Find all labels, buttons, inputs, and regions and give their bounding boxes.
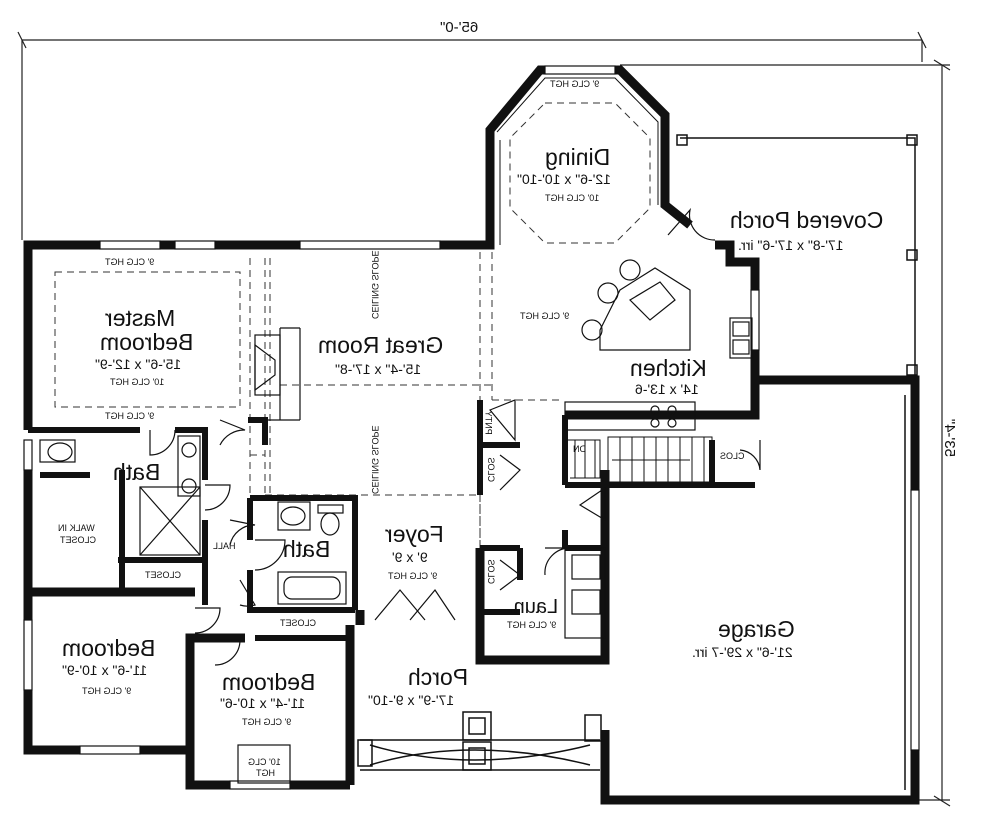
covered-porch-name: Covered Porch: [730, 207, 884, 233]
kitchen-name: Kitchen: [630, 355, 707, 381]
great-room-name: Great Room: [318, 332, 444, 358]
laundry-name: Laun.: [508, 596, 559, 618]
dining-room-name: Dining: [545, 144, 611, 170]
dining-bay: [496, 77, 659, 245]
master-bedroom-name-line2: Bedroom: [100, 329, 194, 355]
kitchen-fixtures: [39, 259, 753, 784]
master-bedroom-dimensions: 15'-6" x 12'-9": [95, 356, 182, 372]
dining-bay-ceiling-height: 9' CLG HGT: [550, 79, 600, 89]
bedroom-left-name: Bedroom: [62, 635, 156, 661]
overall-depth-dimension: 53'-4": [940, 418, 958, 457]
master-bedroom-ceiling-height: 10' CLG HGT: [110, 377, 165, 387]
bath-closet-label: CLOSET: [145, 570, 182, 580]
kitchen-dimensions: 14' x 13'-6: [635, 381, 699, 397]
porch-outlines: [357, 134, 918, 790]
kitchen-closet-label: CLOS: [720, 451, 745, 461]
dashed-lines: [54, 102, 651, 555]
walk-in-closet-line1: WALK IN: [58, 523, 95, 533]
great-room-closet-label: CLOS: [485, 457, 496, 482]
exterior-walls: [23, 65, 920, 805]
stairs: [568, 436, 713, 483]
overall-dimension-lines: [17, 31, 951, 807]
pantry-label: PNTY: [483, 410, 494, 435]
bedroom-mid-ceiling-box-line1: 10' CLG: [248, 757, 281, 767]
great-room-ceiling-slope-top: CEILING SLOPE: [369, 250, 380, 319]
dining-ceiling-height: 10' CLG HGT: [545, 193, 600, 203]
master-bedroom-ceiling-top: 9' CLG HGT: [105, 257, 155, 267]
covered-porch-dimensions: 17'-8" x 17'-6" irr.: [738, 237, 844, 253]
laundry-ceiling-height: 9' CLG HGT: [507, 620, 557, 630]
foyer-closet-label: CLOS: [485, 559, 496, 584]
master-bedroom-ceiling-bottom: 9' CLG HGT: [105, 411, 155, 421]
garage-dimensions: 21'-6" x 29'-7 irr.: [692, 644, 793, 660]
hall-closet-label: CLOSET: [280, 618, 317, 628]
master-bedroom-name-line1: Master: [105, 305, 176, 331]
windows: [23, 65, 920, 790]
great-room-ceiling-slope-bottom: CEILING SLOPE: [369, 425, 380, 494]
hall-label: HALL: [213, 541, 236, 551]
foyer-ceiling-height: 9' CLG HGT: [388, 571, 438, 581]
kitchen-ceiling-height: 9' CLG HGT: [520, 311, 570, 321]
interior-walls: [28, 400, 755, 641]
porch-name: Porch: [408, 664, 469, 690]
walk-in-closet-line2: CLOSET: [60, 535, 97, 545]
great-room-dimensions: 15'-4" x 17'-8": [335, 361, 422, 377]
garage-name: Garage: [718, 616, 795, 642]
bedroom-left-ceiling-height: 9' CLG HGT: [82, 686, 132, 696]
bedroom-mid-ceiling-box-line2: HGT: [256, 768, 275, 778]
bedroom-mid-ceiling-height: 9' CLG HGT: [242, 717, 292, 727]
hall-bath-name: Bath: [283, 536, 331, 562]
master-bath-name: Bath: [113, 459, 161, 485]
dining-room-dimensions: 12'-6" x 10'-10": [517, 171, 611, 187]
foyer-dimensions: 9' x 9': [392, 549, 428, 565]
porch-dimensions: 17'-9" x 9'-10": [368, 692, 455, 708]
foyer-name: Foyer: [385, 521, 444, 547]
bedroom-left-dimensions: 11'-6" x 10'-9": [62, 662, 148, 678]
bedroom-mid-name: Bedroom: [222, 669, 316, 695]
overall-width-dimension: 65'-0": [440, 19, 479, 36]
bedroom-mid-dimensions: 11'-4" x 10'-6": [220, 695, 306, 711]
stair-down-label: DN: [573, 444, 586, 454]
